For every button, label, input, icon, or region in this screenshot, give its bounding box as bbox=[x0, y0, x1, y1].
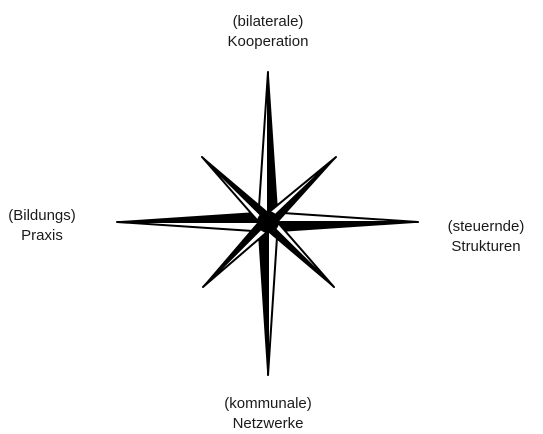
point-north-dark-half bbox=[268, 72, 278, 222]
point-east-light-half bbox=[268, 212, 418, 222]
point-south-light-half bbox=[268, 222, 278, 375]
point-west-light-half bbox=[117, 222, 268, 232]
point-north-light-half bbox=[258, 72, 268, 222]
point-west-dark-half bbox=[117, 212, 268, 222]
compass-center bbox=[257, 211, 279, 233]
point-east-dark-half bbox=[268, 222, 418, 232]
point-south-dark-half bbox=[258, 222, 268, 375]
compass-star bbox=[117, 72, 418, 375]
